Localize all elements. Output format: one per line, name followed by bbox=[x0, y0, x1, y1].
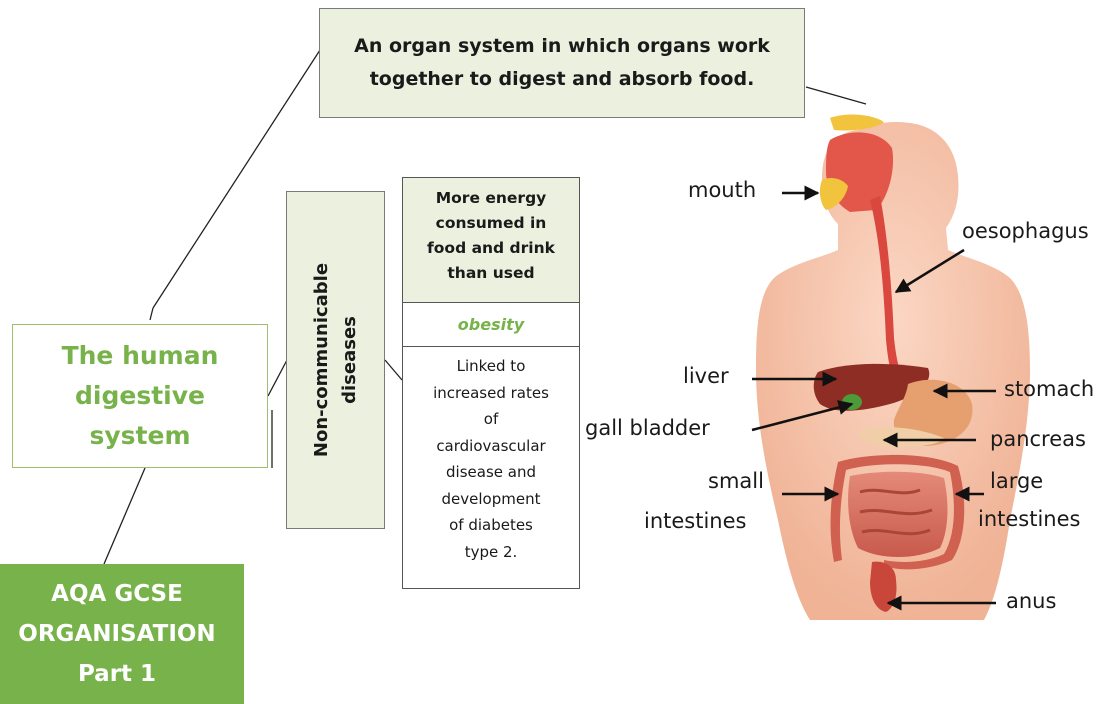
gall-bladder-icon bbox=[842, 394, 862, 410]
label-pancreas: pancreas bbox=[990, 427, 1086, 451]
label-anus: anus bbox=[1006, 589, 1056, 613]
label-gall-bladder: gall bladder bbox=[585, 416, 710, 440]
label-large-intestines-line2: intestines bbox=[978, 507, 1080, 531]
label-liver: liver bbox=[683, 364, 729, 388]
label-large-intestines-line1: large bbox=[990, 469, 1043, 493]
label-stomach: stomach bbox=[1004, 377, 1094, 401]
label-mouth: mouth bbox=[688, 178, 756, 202]
label-small-intestines-line1: small bbox=[708, 469, 764, 493]
label-small-intestines-line2: intestines bbox=[644, 509, 746, 533]
label-oesophagus: oesophagus bbox=[962, 219, 1089, 243]
